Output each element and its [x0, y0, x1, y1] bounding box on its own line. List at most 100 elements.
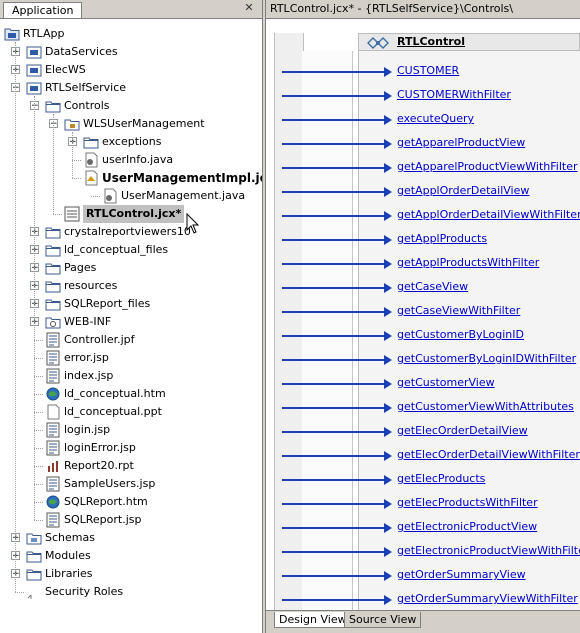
method-link[interactable]: getApplProducts: [397, 232, 488, 245]
method-link[interactable]: CUSTOMER: [397, 64, 460, 77]
tree-item[interactable]: +exceptions: [0, 133, 262, 151]
tab-design-view[interactable]: Design View: [274, 612, 352, 628]
method-link[interactable]: executeQuery: [397, 112, 475, 125]
tree-item-label[interactable]: SQLReport.htm: [64, 495, 148, 508]
tree-item-label[interactable]: RTLControl.jcx*: [83, 205, 185, 223]
tree-item[interactable]: −WLSUserManagement: [0, 115, 262, 133]
tree-item-label[interactable]: error.jsp: [64, 351, 109, 364]
method-link[interactable]: getCaseViewWithFilter: [397, 304, 521, 317]
tree-item-label[interactable]: SQLReport.jsp: [64, 513, 142, 526]
jsp-file-icon: [45, 350, 61, 366]
tree-item-label[interactable]: Schemas: [45, 531, 95, 544]
method-link[interactable]: getApplProductsWithFilter: [397, 256, 540, 269]
tree-item-label[interactable]: ld_conceptual.ppt: [64, 405, 162, 418]
tree-item-label[interactable]: SQLReport_files: [64, 297, 151, 310]
tree-item-label[interactable]: ElecWS: [45, 63, 86, 76]
tree-item[interactable]: +crystalreportviewers10: [0, 223, 262, 241]
method-link[interactable]: getCustomerView: [397, 376, 495, 389]
method-link[interactable]: getElecProducts: [397, 472, 486, 485]
tab-source-view[interactable]: Source View: [344, 612, 422, 628]
method-link[interactable]: getCustomerViewWithAttributes: [397, 400, 574, 413]
tree-item[interactable]: −Controls: [0, 97, 262, 115]
tree-item[interactable]: error.jsp: [0, 349, 262, 367]
tree-item-label[interactable]: RTLApp: [23, 27, 65, 40]
tree-item[interactable]: ld_conceptual.ppt: [0, 403, 262, 421]
tree-item-label[interactable]: RTLSelfService: [45, 81, 127, 94]
tree-item[interactable]: +ld_conceptual_files: [0, 241, 262, 259]
tree-item[interactable]: Report20.rpt: [0, 457, 262, 475]
method-link[interactable]: getApparelProductView: [397, 136, 526, 149]
tree-item[interactable]: RTLControl.jcx*: [0, 205, 262, 223]
tree-item[interactable]: +Pages: [0, 259, 262, 277]
tree-item[interactable]: ld_conceptual.htm: [0, 385, 262, 403]
tree-item[interactable]: +resources: [0, 277, 262, 295]
tree-item[interactable]: RTLApp: [0, 25, 262, 43]
method-link[interactable]: getApplOrderDetailView: [397, 184, 530, 197]
tree-item-label[interactable]: Controls: [64, 99, 110, 112]
tree-item-label[interactable]: Controller.jpf: [64, 333, 135, 346]
folder-icon: [26, 548, 42, 564]
tree-item-label[interactable]: userInfo.java: [102, 153, 174, 166]
control-header[interactable]: RTLControl: [358, 33, 580, 51]
method-link[interactable]: getOrderSummaryView: [397, 568, 526, 581]
tree-item-label[interactable]: exceptions: [102, 135, 162, 148]
tree-item-label[interactable]: Pages: [64, 261, 97, 274]
method-link[interactable]: getElectronicProductView: [397, 520, 538, 533]
method-link[interactable]: getElectronicProductViewWithFilter: [397, 544, 580, 557]
tree-item[interactable]: SQLReport.jsp: [0, 511, 262, 529]
tree-item-label[interactable]: DataServices: [45, 45, 118, 58]
method-link[interactable]: getElecOrderDetailView: [397, 424, 528, 437]
tree-item[interactable]: +ElecWS: [0, 61, 262, 79]
tree-item-label[interactable]: loginError.jsp: [64, 441, 136, 454]
tree-item-label[interactable]: WLSUserManagement: [83, 117, 205, 130]
tree-item[interactable]: loginError.jsp: [0, 439, 262, 457]
tree-item[interactable]: −RTLSelfService: [0, 79, 262, 97]
method-link[interactable]: CUSTOMERWithFilter: [397, 88, 511, 101]
method-link[interactable]: getApparelProductViewWithFilter: [397, 160, 578, 173]
method-link[interactable]: getApplOrderDetailViewWithFilter: [397, 208, 580, 221]
tree-item[interactable]: +Schemas: [0, 529, 262, 547]
tree-item[interactable]: login.jsp: [0, 421, 262, 439]
tree-item-label[interactable]: resources: [64, 279, 118, 292]
tree-item[interactable]: +Libraries: [0, 565, 262, 583]
tree-item-label[interactable]: SampleUsers.jsp: [64, 477, 156, 490]
method-link[interactable]: getElecOrderDetailViewWithFilter: [397, 448, 580, 461]
tree-item-label[interactable]: index.jsp: [64, 369, 114, 382]
tree-item[interactable]: +DataServices: [0, 43, 262, 61]
tree-item-label[interactable]: Security Roles: [45, 585, 124, 598]
tree-item[interactable]: +Modules: [0, 547, 262, 565]
tree-item[interactable]: +SQLReport_files: [0, 295, 262, 313]
tree-item-label[interactable]: UserManagementImpl.jcs: [102, 171, 262, 185]
tab-application[interactable]: Application: [3, 2, 83, 18]
tree-item[interactable]: index.jsp: [0, 367, 262, 385]
tree-item[interactable]: +WEB-INF: [0, 313, 262, 331]
method-link[interactable]: getCaseView: [397, 280, 469, 293]
method-link[interactable]: getElecProductsWithFilter: [397, 496, 538, 509]
tree-item[interactable]: Controller.jpf: [0, 331, 262, 349]
tree-item-label[interactable]: crystalreportviewers10: [64, 225, 191, 238]
tree-item-label[interactable]: ld_conceptual.htm: [64, 387, 166, 400]
tree-item-label[interactable]: Libraries: [45, 567, 93, 580]
tree-item[interactable]: userInfo.java: [0, 151, 262, 169]
method-link[interactable]: getCustomerByLoginIDWithFilter: [397, 352, 577, 365]
tree-item-label[interactable]: login.jsp: [64, 423, 111, 436]
control-name[interactable]: RTLControl: [397, 35, 465, 48]
tree-item[interactable]: SampleUsers.jsp: [0, 475, 262, 493]
close-panel-icon[interactable]: ✕: [244, 1, 254, 14]
tree-item-label[interactable]: WEB-INF: [64, 315, 112, 328]
arrowhead-icon: [384, 427, 392, 437]
tree-item[interactable]: SQLReport.htm: [0, 493, 262, 511]
method-link[interactable]: getCustomerByLoginID: [397, 328, 524, 341]
tree-item[interactable]: Security Roles: [0, 583, 262, 601]
tree-item-label[interactable]: ld_conceptual_files: [64, 243, 169, 256]
arrowhead-icon: [384, 379, 392, 389]
control-icon: [367, 37, 389, 49]
tree-item[interactable]: UserManagementImpl.jcs: [0, 169, 262, 187]
tree-item-label[interactable]: Report20.rpt: [64, 459, 134, 472]
tree-item[interactable]: UserManagement.java: [0, 187, 262, 205]
tree-item-label[interactable]: UserManagement.java: [121, 189, 246, 202]
method-arrow: [282, 119, 386, 121]
method-link[interactable]: getOrderSummaryViewWithFilter: [397, 592, 578, 605]
tree-item-label[interactable]: Modules: [45, 549, 91, 562]
method-arrow: [282, 575, 386, 577]
